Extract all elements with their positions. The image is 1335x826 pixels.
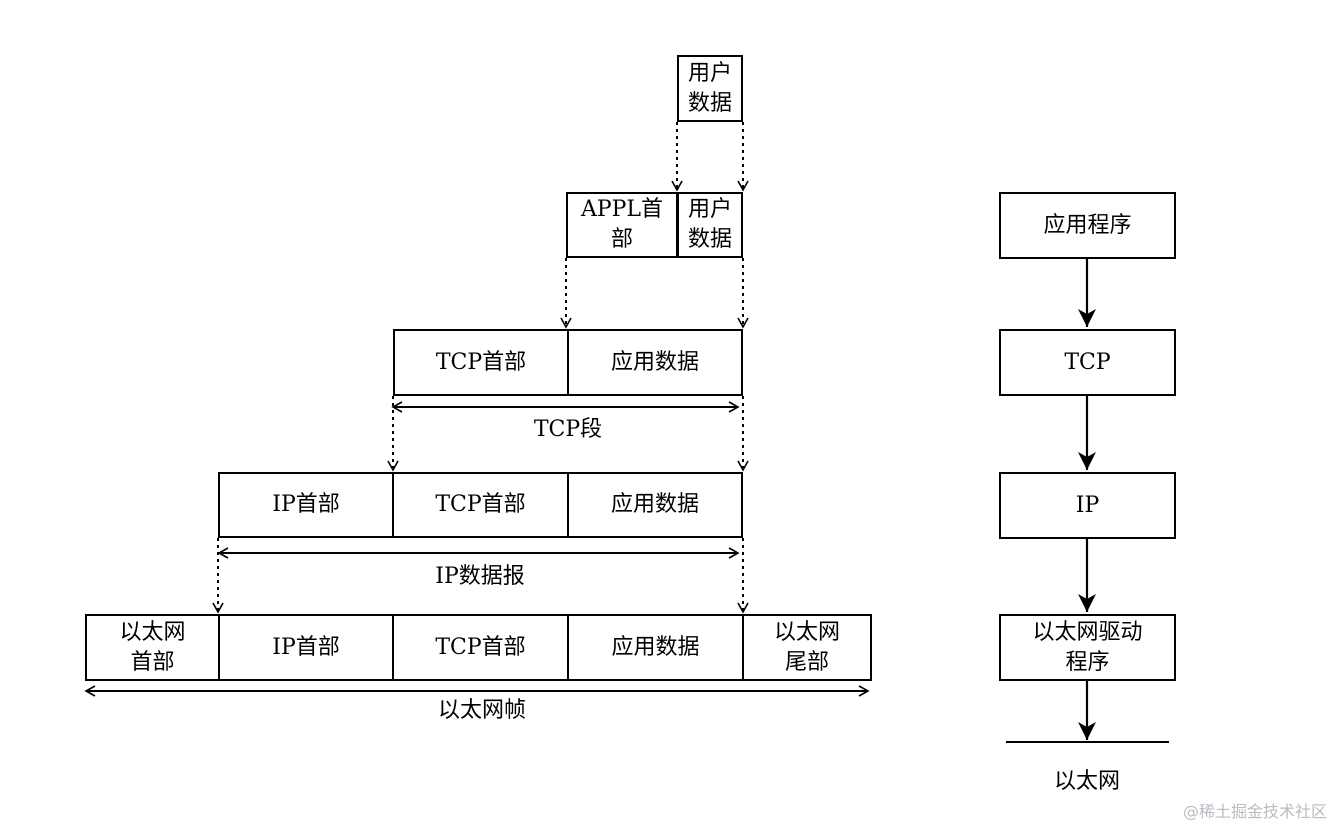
stack-ethernet-driver-box: 以太网驱动 程序: [999, 614, 1176, 681]
user-data-box: 用户 数据: [677, 55, 743, 122]
app-data-box: 应用数据: [567, 614, 744, 681]
ip-header-box: IP首部: [218, 614, 394, 681]
app-data-box: 应用数据: [567, 472, 743, 538]
watermark: @稀土掘金技术社区: [1182, 802, 1327, 821]
app-layer-user-data-box: 用户 数据: [677, 192, 743, 258]
app-data-box: 应用数据: [567, 329, 743, 396]
tcp-segment-label: TCP段: [533, 417, 603, 442]
ip-header-box: IP首部: [218, 472, 394, 538]
tcp-header-box: TCP首部: [392, 614, 569, 681]
ethernet-header-box: 以太网 首部: [85, 614, 220, 681]
ethernet-frame-label: 以太网帧: [437, 698, 527, 723]
appl-header-box: APPL首 部: [566, 192, 678, 258]
ip-datagram-label: IP数据报: [435, 564, 525, 589]
stack-tcp-box: TCP: [999, 329, 1176, 396]
stack-ip-box: IP: [999, 472, 1176, 539]
ethernet-trailer-box: 以太网 尾部: [742, 614, 872, 681]
tcp-header-box: TCP首部: [392, 472, 569, 538]
stack-application-box: 应用程序: [999, 192, 1176, 259]
ethernet-label: 以太网: [1053, 769, 1121, 794]
tcp-header-box: TCP首部: [393, 329, 569, 396]
